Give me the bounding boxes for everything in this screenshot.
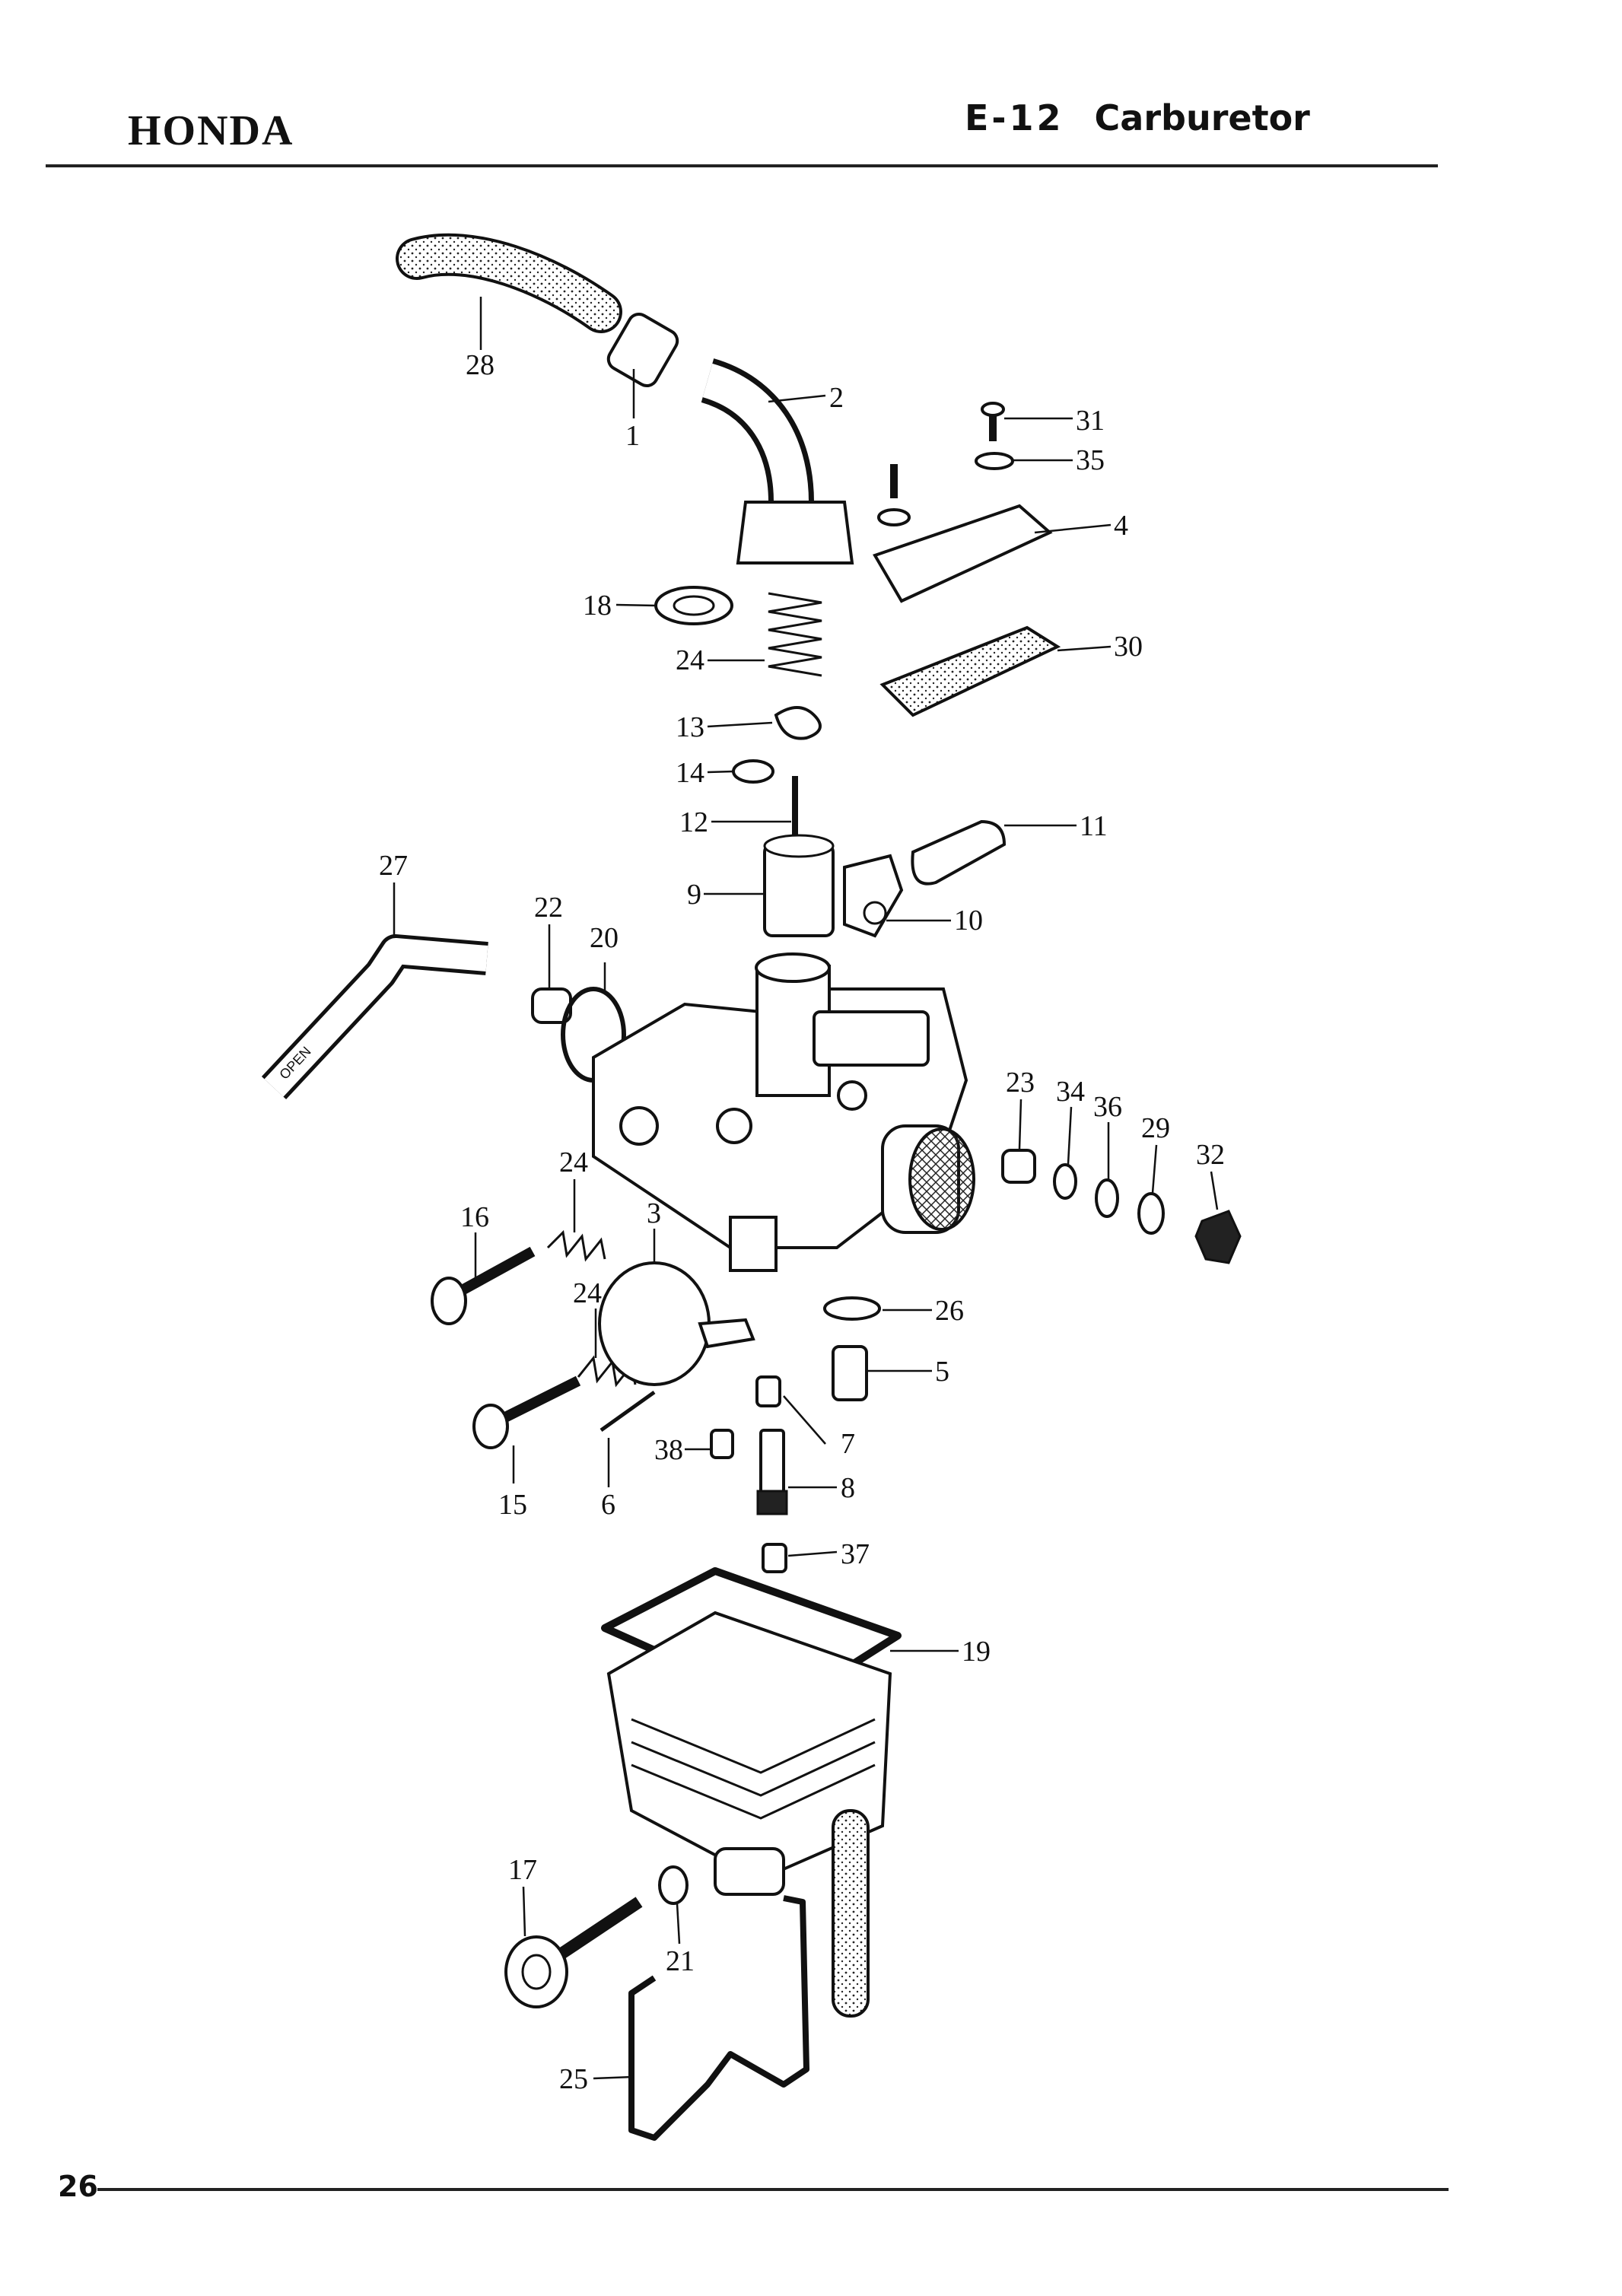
callout-32: 31 bbox=[1076, 405, 1105, 437]
callout-25: 24 bbox=[676, 644, 704, 676]
callout-29: 28 bbox=[466, 349, 495, 381]
section-code: E-12 bbox=[965, 97, 1064, 138]
callout-17: 17 bbox=[508, 1854, 537, 1886]
callout-24-upper: 24 bbox=[559, 1146, 588, 1178]
throttle-valve bbox=[763, 843, 835, 937]
brand-logo: HONDA bbox=[128, 107, 294, 154]
callout-1: 1 bbox=[625, 420, 640, 452]
callout-14: 14 bbox=[676, 757, 704, 789]
callout-13: 13 bbox=[676, 711, 704, 743]
float-arm-pin bbox=[600, 1390, 656, 1433]
needle-ring bbox=[732, 759, 774, 784]
callout-28: 27 bbox=[379, 850, 408, 882]
callout-36: 36 bbox=[1093, 1091, 1122, 1123]
callout-16: 16 bbox=[460, 1201, 489, 1233]
callout-23: 23 bbox=[1006, 1067, 1035, 1099]
air-filter bbox=[881, 1124, 975, 1234]
float-chamber bbox=[606, 1611, 892, 1896]
callout-24-lower: 24 bbox=[573, 1277, 602, 1309]
cable-plate bbox=[843, 854, 904, 938]
callout-27: 26 bbox=[935, 1295, 964, 1327]
air-screw bbox=[431, 1246, 536, 1325]
float bbox=[598, 1261, 755, 1386]
choke-lever-plate bbox=[911, 819, 1007, 886]
main-jet-holder bbox=[832, 1345, 868, 1401]
callout-18: 18 bbox=[583, 590, 612, 622]
clip-wire bbox=[628, 1895, 809, 2141]
callout-5: 5 bbox=[935, 1356, 949, 1388]
cover-screw bbox=[981, 402, 1005, 441]
callout-2: 2 bbox=[829, 382, 844, 414]
needle-jet-holder bbox=[756, 1429, 788, 1515]
cover-gasket bbox=[879, 625, 1061, 717]
main-jet bbox=[762, 1543, 787, 1573]
callout-6: 6 bbox=[601, 1489, 615, 1521]
throttle-stop-screw bbox=[472, 1375, 581, 1449]
drain-screw bbox=[504, 1897, 643, 2008]
callout-34: 34 bbox=[1056, 1076, 1085, 1108]
page-number: 26 bbox=[58, 2170, 98, 2203]
small-screw bbox=[877, 464, 911, 526]
leader-lines bbox=[393, 297, 1219, 2080]
float-chamber-screw bbox=[710, 1429, 734, 1459]
overflow-tube bbox=[832, 1809, 870, 2018]
needle-clip bbox=[774, 706, 822, 740]
throttle-spring bbox=[768, 592, 822, 677]
pilot-screw-spring bbox=[546, 1229, 606, 1262]
callout-26: 25 bbox=[559, 2063, 588, 2095]
washer-30 bbox=[1137, 1192, 1165, 1235]
callout-11: 11 bbox=[1080, 810, 1108, 842]
callout-4: 4 bbox=[1114, 510, 1128, 542]
callout-10: 10 bbox=[954, 905, 983, 937]
drain-o-ring bbox=[658, 1865, 689, 1905]
washer-34 bbox=[1053, 1163, 1077, 1200]
callout-30: 29 bbox=[1141, 1112, 1170, 1144]
nut bbox=[1194, 1210, 1242, 1264]
callout-9: 9 bbox=[687, 879, 701, 911]
callout-38: 38 bbox=[654, 1434, 683, 1466]
callout-7: 7 bbox=[841, 1428, 855, 1460]
callout-31: 30 bbox=[1114, 631, 1143, 663]
callout-19: 19 bbox=[962, 1636, 991, 1668]
callout-20: 20 bbox=[590, 922, 619, 954]
washer-36 bbox=[1095, 1178, 1119, 1218]
callout-22: 22 bbox=[534, 892, 563, 924]
section-title: Carburetor bbox=[1094, 97, 1310, 138]
callout-37: 37 bbox=[841, 1538, 870, 1570]
section-heading: E-12 Carburetor bbox=[965, 97, 1310, 138]
top-cover-plate bbox=[873, 504, 1053, 603]
callout-21: 21 bbox=[666, 1945, 695, 1977]
hose-joint bbox=[606, 312, 679, 388]
spacer bbox=[1001, 1149, 1036, 1184]
callout-8: 8 bbox=[841, 1472, 855, 1504]
callout-33: 32 bbox=[1196, 1139, 1225, 1171]
carburetor-body bbox=[592, 952, 968, 1272]
choke-lever: OPEN bbox=[261, 934, 488, 1100]
slow-jet bbox=[755, 1375, 781, 1407]
callout-15: 15 bbox=[498, 1489, 527, 1521]
callout-labels: 28 1 2 31 35 4 18 30 24 13 14 12 11 9 10… bbox=[379, 349, 1225, 2095]
callout-35: 35 bbox=[1076, 444, 1105, 476]
header-rule bbox=[46, 164, 1438, 167]
cover-screw-washer bbox=[975, 452, 1014, 470]
top-cap bbox=[736, 501, 854, 564]
callout-3: 3 bbox=[647, 1197, 661, 1229]
callout-12: 12 bbox=[679, 806, 708, 838]
footer-rule bbox=[97, 2188, 1449, 2191]
jet-washer bbox=[823, 1296, 881, 1321]
